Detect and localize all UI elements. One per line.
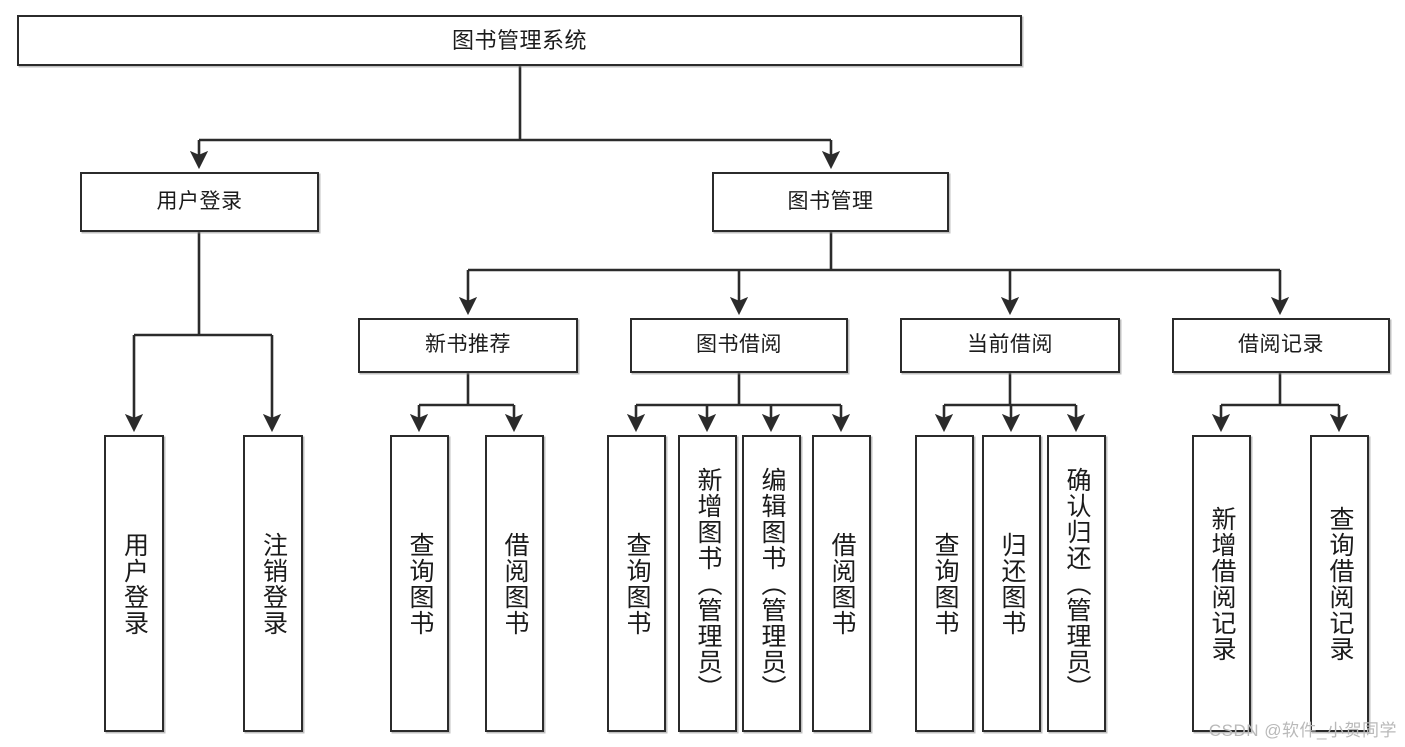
- node-leaf-confirm-return-label: 确认归还（管理员）: [1063, 466, 1091, 701]
- node-borrow-record-label: 借阅记录: [1238, 333, 1324, 357]
- node-current-borrow-label: 当前借阅: [967, 333, 1053, 357]
- node-leaf-query-book-2[interactable]: 查询图书: [607, 435, 666, 732]
- node-book-borrow-label: 图书借阅: [696, 333, 782, 357]
- node-leaf-user-logout-label: 注销登录: [259, 531, 288, 636]
- node-book-manage[interactable]: 图书管理: [712, 172, 949, 232]
- node-leaf-query-record-label: 查询借阅记录: [1326, 505, 1354, 662]
- node-leaf-add-record-label: 新增借阅记录: [1208, 505, 1236, 662]
- node-new-book-rec[interactable]: 新书推荐: [358, 318, 578, 373]
- node-leaf-query-book-3-label: 查询图书: [931, 531, 959, 636]
- node-leaf-query-book-3[interactable]: 查询图书: [915, 435, 974, 732]
- node-new-book-rec-label: 新书推荐: [425, 333, 511, 357]
- node-leaf-edit-book-label: 编辑图书（管理员）: [758, 466, 786, 701]
- node-leaf-user-logout[interactable]: 注销登录: [243, 435, 303, 732]
- node-leaf-confirm-return[interactable]: 确认归还（管理员）: [1047, 435, 1106, 732]
- node-book-borrow[interactable]: 图书借阅: [630, 318, 848, 373]
- node-leaf-add-book-label: 新增图书（管理员）: [694, 466, 722, 701]
- node-root[interactable]: 图书管理系统: [17, 15, 1022, 66]
- node-borrow-record[interactable]: 借阅记录: [1172, 318, 1390, 373]
- node-leaf-add-book[interactable]: 新增图书（管理员）: [678, 435, 737, 732]
- node-leaf-user-login[interactable]: 用户登录: [104, 435, 164, 732]
- node-leaf-query-book-1[interactable]: 查询图书: [390, 435, 449, 732]
- node-leaf-return-book[interactable]: 归还图书: [982, 435, 1041, 732]
- watermark-text: CSDN @软件_小贺同学: [1208, 721, 1397, 740]
- node-book-manage-label: 图书管理: [787, 189, 874, 213]
- node-leaf-query-book-2-label: 查询图书: [623, 531, 651, 636]
- node-leaf-return-book-label: 归还图书: [998, 531, 1026, 636]
- node-leaf-borrow-book-2-label: 借阅图书: [828, 531, 856, 636]
- node-leaf-edit-book[interactable]: 编辑图书（管理员）: [742, 435, 801, 732]
- node-leaf-borrow-book-1[interactable]: 借阅图书: [485, 435, 544, 732]
- node-leaf-add-record[interactable]: 新增借阅记录: [1192, 435, 1251, 732]
- node-user-login-label: 用户登录: [156, 189, 243, 213]
- node-root-label: 图书管理系统: [451, 27, 587, 53]
- node-current-borrow[interactable]: 当前借阅: [900, 318, 1120, 373]
- node-leaf-borrow-book-2[interactable]: 借阅图书: [812, 435, 871, 732]
- node-user-login[interactable]: 用户登录: [80, 172, 319, 232]
- node-leaf-query-record[interactable]: 查询借阅记录: [1310, 435, 1369, 732]
- node-leaf-user-login-label: 用户登录: [120, 531, 149, 636]
- node-leaf-borrow-book-1-label: 借阅图书: [501, 531, 529, 636]
- node-leaf-query-book-1-label: 查询图书: [406, 531, 434, 636]
